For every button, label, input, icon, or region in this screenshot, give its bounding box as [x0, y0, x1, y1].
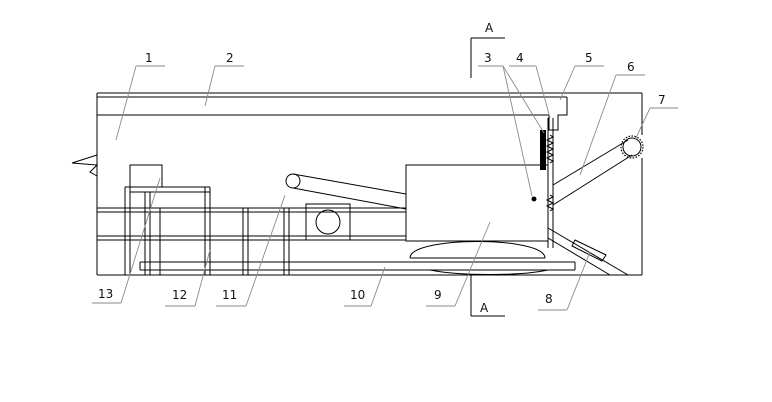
label-13: 13: [98, 287, 113, 301]
label-1: 1: [145, 51, 153, 65]
label-5: 5: [585, 51, 593, 65]
leader-lines: [92, 65, 678, 311]
roller: [305, 203, 351, 241]
label-12: 12: [172, 288, 187, 302]
label-8: 8: [545, 292, 553, 306]
arm-6: [552, 139, 633, 206]
section-label-top: A: [485, 21, 494, 35]
inner-frame: [97, 164, 406, 275]
incline-8: [547, 227, 629, 276]
label-6: 6: [627, 60, 635, 74]
label-11: 11: [222, 288, 237, 302]
section-marker-bottom: A: [470, 275, 505, 317]
label-9: 9: [434, 288, 442, 302]
vertical-shaft: [540, 118, 555, 248]
section-marker-top: A: [470, 21, 505, 78]
label-10: 10: [350, 288, 365, 302]
main-block: [405, 164, 549, 259]
gear-wheel: [620, 135, 644, 159]
section-label-bottom: A: [480, 301, 489, 315]
housing: [71, 92, 643, 276]
label-7: 7: [658, 93, 666, 107]
top-rail: [548, 96, 568, 131]
lever-arm: [285, 173, 407, 210]
base-plate: [139, 261, 576, 275]
callout-labels: 1 2 3 4 5 6 7 8 9 10 11 12 13: [98, 51, 666, 306]
label-3: 3: [484, 51, 492, 65]
label-2: 2: [226, 51, 234, 65]
label-4: 4: [516, 51, 524, 65]
